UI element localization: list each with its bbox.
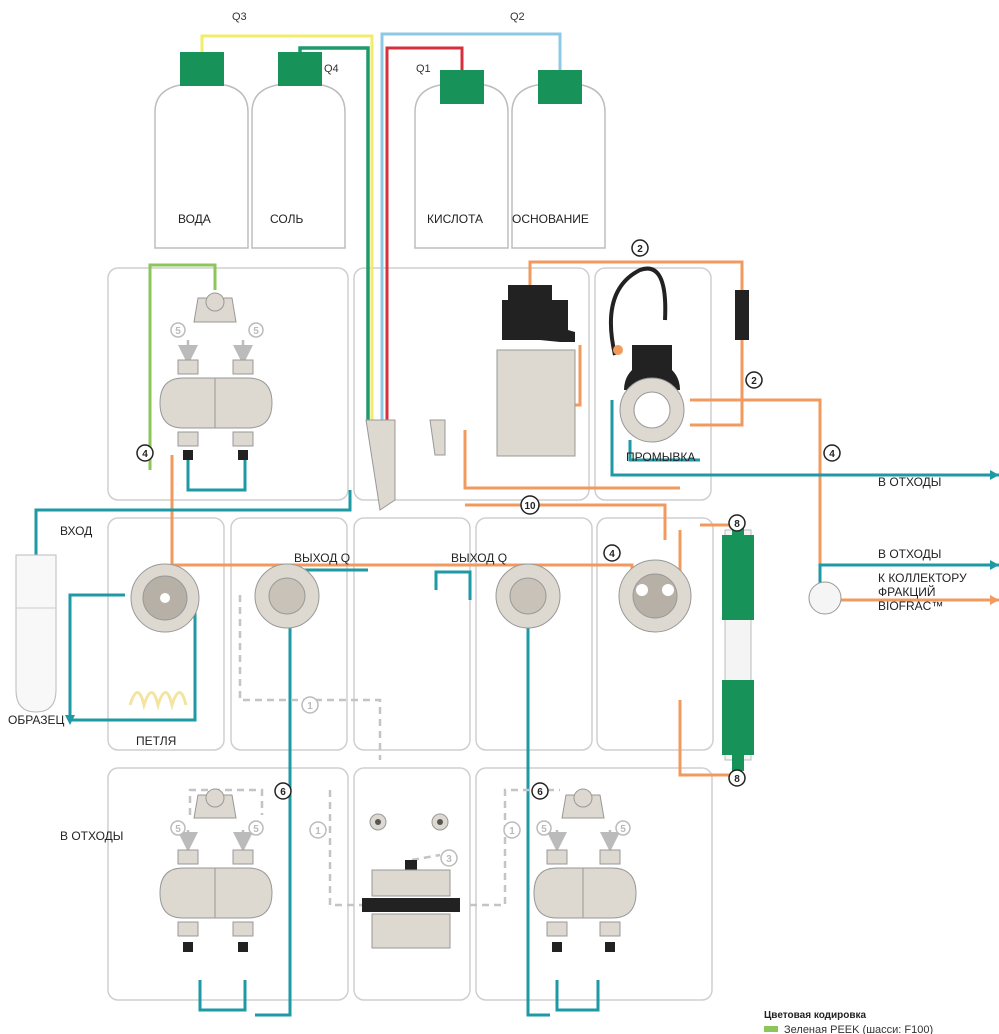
column: [722, 520, 754, 771]
valve-2: [255, 564, 319, 628]
sample-tube: [16, 555, 56, 712]
collector-valve: [809, 582, 841, 614]
valve-3-column: [366, 420, 445, 510]
bottle-label-salt: СОЛЬ: [270, 212, 303, 226]
valve-5: [619, 560, 691, 632]
tube-number-2b: 2: [751, 376, 757, 387]
tube-number-5f: 5: [620, 824, 626, 835]
legend-item-1: Зеленая PEEK (шасси: F100): [784, 1024, 933, 1034]
label-waste-right-2: В ОТХОДЫ: [878, 547, 941, 561]
tube-number-4a: 4: [142, 449, 148, 460]
tube-number-8a: 8: [734, 519, 740, 530]
label-loop: ПЕТЛЯ: [136, 734, 176, 748]
tube-number-5a: 5: [175, 326, 181, 337]
label-rinse: ПРОМЫВКА: [626, 450, 695, 464]
label-collector-2: ФРАКЦИЙ: [878, 584, 935, 599]
tube-number-10: 10: [524, 501, 536, 512]
bottle-label-acid: КИСЛОТА: [427, 212, 483, 226]
panel-mid-1: [108, 518, 224, 750]
label-output-q-left: ВЫХОД Q: [294, 551, 350, 565]
flow-label-q4: Q4: [324, 63, 339, 75]
tube-number-4b: 4: [829, 449, 835, 460]
bottle-label-base: ОСНОВАНИЕ: [512, 212, 589, 226]
legend-title: Цветовая кодировка: [764, 1010, 867, 1021]
tube-number-5d: 5: [253, 824, 259, 835]
tube-number-1a: 1: [307, 701, 313, 712]
bottle-label-water: ВОДА: [178, 212, 211, 226]
pump-top-left: [160, 293, 272, 460]
tube-number-1b: 1: [315, 826, 321, 837]
tube-number-5e: 5: [541, 824, 547, 835]
valve-4: [496, 564, 560, 628]
label-collector-3: BIOFRAC™: [878, 599, 943, 613]
color-legend: Цветовая кодировка Зеленая PEEK (шасси: …: [764, 1010, 933, 1034]
tube-number-5c: 5: [175, 824, 181, 835]
mixer-bottom-middle: [362, 814, 460, 948]
label-output-q-right: ВЫХОД Q: [451, 551, 507, 565]
tube-number-5b: 5: [253, 326, 259, 337]
flow-sensor-top-middle: [497, 285, 575, 456]
flow-label-q1: Q1: [416, 63, 431, 75]
label-waste-right-1: В ОТХОДЫ: [878, 475, 941, 489]
label-waste-bottom-left: В ОТХОДЫ: [60, 829, 123, 843]
valve-inject: [130, 564, 199, 705]
tube-number-1c: 1: [509, 826, 515, 837]
flow-label-q3: Q3: [232, 11, 247, 23]
rinse-valve: [611, 269, 749, 442]
pump-bottom-left: [160, 789, 272, 952]
pump-bottom-right: [534, 789, 636, 952]
tube-number-6a: 6: [280, 787, 286, 798]
tube-number-8b: 8: [734, 774, 740, 785]
tube-number-2a: 2: [637, 244, 643, 255]
legend-swatch-green: [764, 1026, 778, 1032]
flow-label-q2: Q2: [510, 11, 525, 23]
tube-number-3: 3: [446, 854, 452, 865]
tube-number-6b: 6: [537, 787, 543, 798]
tube-number-4c: 4: [609, 549, 615, 560]
label-sample: ОБРАЗЕЦ: [8, 713, 65, 727]
label-inlet: ВХОД: [60, 524, 92, 538]
label-collector-1: К КОЛЛЕКТОРУ: [878, 571, 967, 585]
